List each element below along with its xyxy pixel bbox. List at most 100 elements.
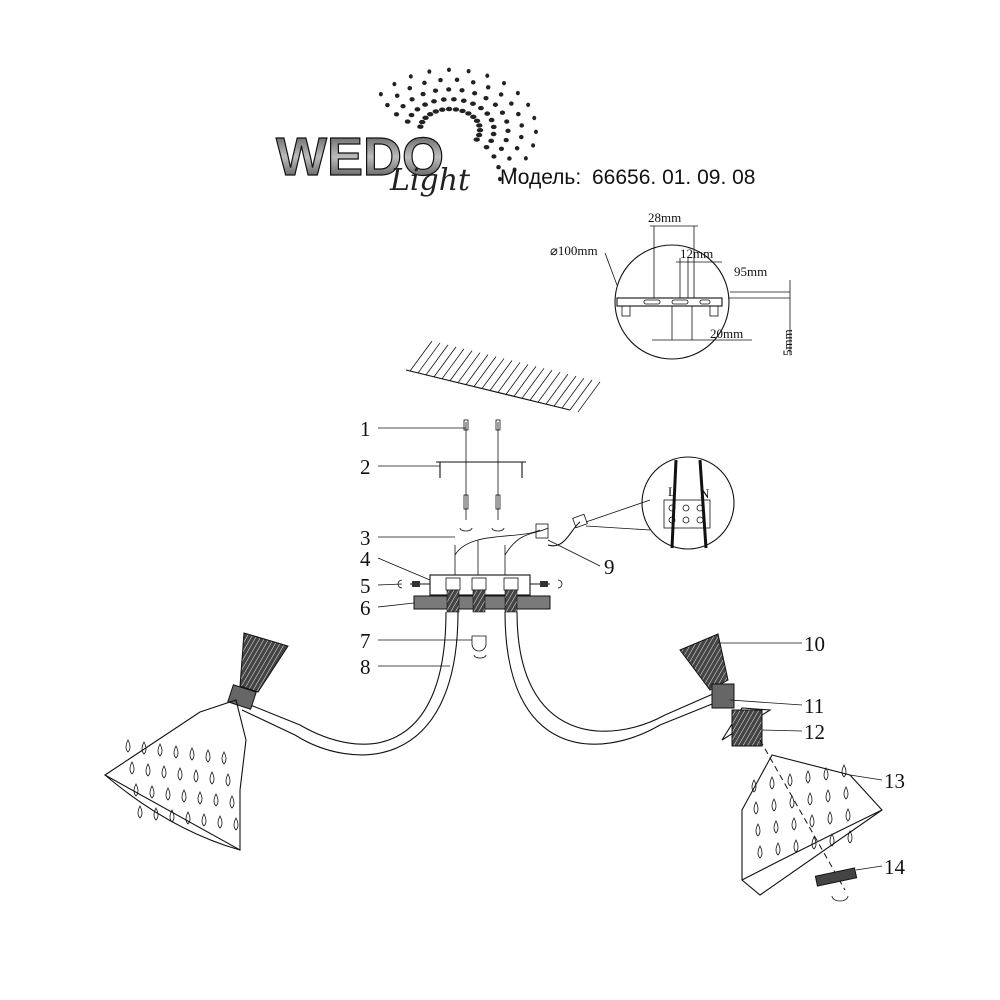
shade-cutout	[807, 792, 813, 806]
callout-13: 13	[884, 769, 905, 793]
shade-cutout	[753, 801, 759, 815]
logo-dot	[502, 80, 507, 86]
logo-dot	[504, 119, 510, 124]
shade-cutout	[811, 836, 817, 850]
shade-cutout	[201, 813, 207, 827]
logo-dot	[472, 91, 478, 96]
right-lamp-nipple	[711, 683, 735, 709]
callout-3: 3	[360, 526, 371, 550]
shade-cutout	[153, 807, 159, 821]
shade-cutout	[205, 749, 211, 763]
logo-dot	[531, 143, 536, 148]
shade-cutout	[755, 823, 761, 837]
hatch-line	[505, 364, 529, 395]
hatch-line	[513, 366, 537, 397]
mounting-bracket	[616, 297, 723, 307]
logo-dot	[408, 112, 415, 118]
terminal-detail-circle	[641, 456, 735, 550]
callout-8: 8	[360, 655, 371, 679]
terminal-block	[535, 523, 549, 539]
finial-cap	[471, 635, 487, 652]
shade-cutout	[823, 767, 829, 781]
logo-dot	[446, 67, 451, 73]
shade-cutout	[129, 761, 135, 775]
callout-1: 1	[360, 417, 371, 441]
dim-length: 95mm	[734, 264, 767, 279]
logo-dot	[490, 124, 497, 130]
shade-cutout	[209, 771, 215, 785]
hatch-line	[537, 371, 561, 403]
model-label: Модель:	[500, 166, 581, 189]
canopy-base	[397, 499, 651, 659]
ceiling-surface	[405, 340, 601, 413]
ceiling-screws	[459, 419, 505, 532]
logo-dot	[465, 111, 472, 116]
shade-cutout	[149, 785, 155, 799]
logo-dot-swirl	[378, 67, 538, 182]
logo-dot	[475, 132, 483, 138]
shade-cutout	[169, 809, 175, 823]
terminal-neutral-label: N	[700, 486, 710, 501]
callout-7: 7	[360, 629, 371, 653]
logo-dot	[452, 107, 460, 112]
shade-cutout	[789, 795, 795, 809]
logo-dot	[432, 109, 440, 114]
shade-cutout	[843, 786, 849, 800]
shade-cutout	[145, 763, 151, 777]
dim-hole-spacing: 20mm	[710, 326, 743, 341]
hatch-line	[449, 350, 473, 381]
logo-dot	[466, 69, 471, 74]
callout-12: 12	[804, 720, 825, 744]
logo-dot	[439, 107, 446, 112]
hatch-line	[433, 346, 457, 378]
shade-cutout	[825, 789, 831, 803]
shade-cutout	[769, 776, 775, 790]
shade-cutout	[157, 743, 163, 757]
hatch-line	[529, 370, 553, 401]
shade-cutout	[793, 839, 799, 853]
shade-cutout	[133, 783, 139, 797]
hatch-line	[489, 360, 513, 391]
shade-cutout	[847, 830, 853, 844]
logo-dot	[450, 97, 457, 102]
logo-dot	[404, 119, 411, 124]
logo-dot	[473, 118, 481, 124]
logo-dot	[431, 99, 437, 104]
logo-dot	[378, 91, 383, 97]
hatch-line	[553, 375, 577, 407]
logo-dot	[393, 112, 400, 117]
callout-6: 6	[360, 596, 371, 620]
logo-dot	[422, 102, 428, 107]
logo-dot	[476, 123, 483, 128]
right-lamp	[679, 633, 883, 902]
logo-dot	[515, 90, 520, 96]
logo-dot	[498, 146, 505, 151]
logo-dot	[409, 97, 415, 102]
nuts	[445, 577, 519, 613]
callout-5: 5	[360, 574, 371, 598]
logo-dot	[514, 146, 520, 151]
logo-dot	[485, 85, 491, 90]
callout-4: 4	[360, 547, 371, 571]
shade-cutout	[189, 747, 195, 761]
logo-dot	[507, 156, 512, 161]
shade-cutout	[217, 815, 223, 829]
hatch-line	[561, 377, 585, 409]
logo-dot	[394, 93, 400, 98]
logo-dot	[459, 108, 466, 114]
brand-logo: WEDO Light	[275, 67, 538, 198]
detail-circle	[614, 244, 730, 360]
hatch-line	[441, 348, 465, 380]
shade-cutout	[829, 833, 835, 847]
logo-dot	[499, 110, 506, 115]
shade-cutout	[757, 845, 763, 859]
hatch-line	[457, 352, 481, 383]
terminal-detail: L N	[641, 456, 735, 550]
logo-dot	[473, 137, 480, 142]
hatch-line	[409, 340, 433, 372]
logo-dot	[422, 80, 427, 86]
logo-dot	[483, 95, 489, 101]
logo-dot	[385, 102, 390, 108]
logo-dot	[503, 137, 509, 143]
